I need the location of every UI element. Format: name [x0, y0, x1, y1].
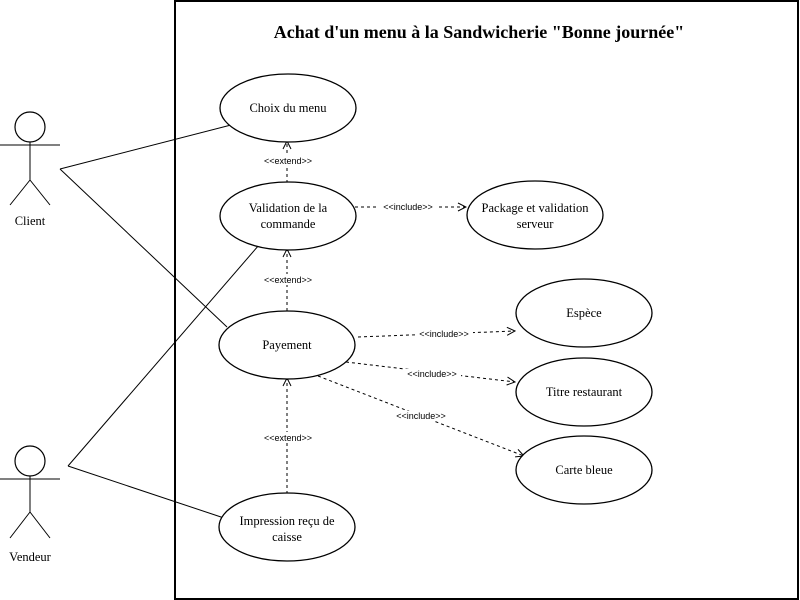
svg-text:<<extend>>: <<extend>> [264, 433, 312, 443]
association-vendeur-impression [67, 465, 225, 519]
association-client-payement [59, 168, 228, 328]
association-client-choix [59, 124, 232, 170]
svg-text:Package et validation: Package et validation [482, 201, 590, 215]
svg-text:commande: commande [261, 217, 316, 231]
label-extend-3: <<extend>> [258, 432, 318, 443]
label-extend-1: <<extend>> [258, 155, 318, 166]
svg-text:<<include>>: <<include>> [419, 329, 469, 339]
actor-vendeur[interactable]: Vendeur [0, 445, 60, 564]
use-case-carte-bleue[interactable]: Carte bleue [515, 435, 653, 505]
svg-text:<<extend>>: <<extend>> [264, 156, 312, 166]
use-case-choix-du-menu[interactable]: Choix du menu [219, 73, 357, 143]
svg-text:Titre restaurant: Titre restaurant [546, 385, 623, 399]
stick-figure-icon [0, 111, 60, 206]
svg-text:<<include>>: <<include>> [383, 202, 433, 212]
actor-client[interactable]: Client [0, 111, 60, 228]
actor-client-label: Client [15, 214, 46, 228]
label-extend-2: <<extend>> [258, 274, 318, 285]
use-case-espece[interactable]: Espèce [515, 278, 653, 348]
svg-text:caisse: caisse [272, 530, 302, 544]
label-include-2: <<include>> [415, 329, 473, 339]
svg-text:Espèce: Espèce [566, 306, 602, 320]
association-vendeur-validation [67, 244, 260, 467]
svg-text:Carte bleue: Carte bleue [555, 463, 613, 477]
svg-text:Impression reçu de: Impression reçu de [239, 514, 335, 528]
use-case-impression-recu[interactable]: Impression reçu de caisse [218, 492, 356, 562]
stick-figure-icon [0, 445, 60, 539]
use-case-validation-commande[interactable]: Validation de la commande [219, 181, 357, 251]
svg-text:Choix du menu: Choix du menu [249, 101, 327, 115]
label-include-4: <<include>> [392, 411, 450, 421]
svg-text:Validation de la: Validation de la [249, 201, 328, 215]
label-include-3: <<include>> [403, 369, 461, 379]
svg-text:<<include>>: <<include>> [407, 369, 457, 379]
use-case-titre-restaurant[interactable]: Titre restaurant [515, 357, 653, 427]
svg-text:serveur: serveur [517, 217, 555, 231]
use-case-package-validation-serveur[interactable]: Package et validation serveur [466, 180, 604, 250]
actor-vendeur-label: Vendeur [9, 550, 51, 564]
svg-text:<<include>>: <<include>> [396, 411, 446, 421]
svg-text:<<extend>>: <<extend>> [264, 275, 312, 285]
label-include-1: <<include>> [379, 202, 437, 212]
diagram-title: Achat d'un menu à la Sandwicherie "Bonne… [274, 22, 685, 42]
use-case-payement[interactable]: Payement [218, 310, 356, 380]
svg-text:Payement: Payement [262, 338, 312, 352]
